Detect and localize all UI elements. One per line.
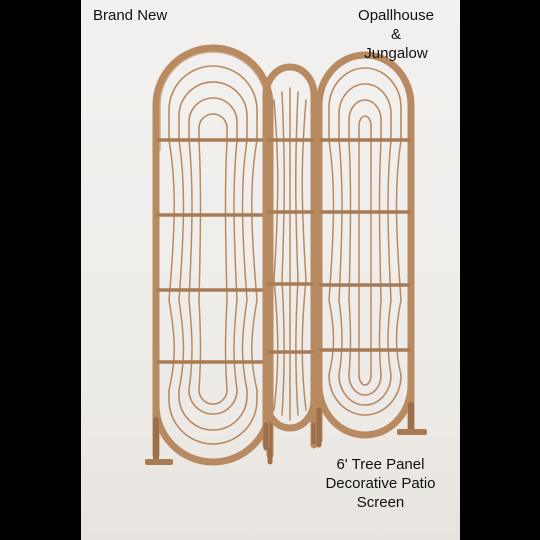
brand-line: Jungalow — [364, 45, 428, 62]
condition-caption: Brand New — [93, 7, 168, 24]
brand-caption: Opallhouse & Jungalow — [340, 6, 452, 63]
brand-line: & — [390, 26, 401, 43]
product-photo — [81, 0, 460, 540]
left-panel — [145, 44, 274, 466]
product-line: Screen — [356, 494, 405, 511]
product-caption: 6' Tree Panel Decorative Patio Screen — [313, 455, 448, 512]
product-line: Decorative Patio — [325, 475, 436, 492]
middle-panel — [262, 63, 318, 451]
product-line: 6' Tree Panel — [336, 456, 425, 473]
room-divider-illustration — [145, 44, 427, 466]
brand-line: Opallhouse — [358, 7, 434, 24]
right-panel — [315, 51, 427, 448]
